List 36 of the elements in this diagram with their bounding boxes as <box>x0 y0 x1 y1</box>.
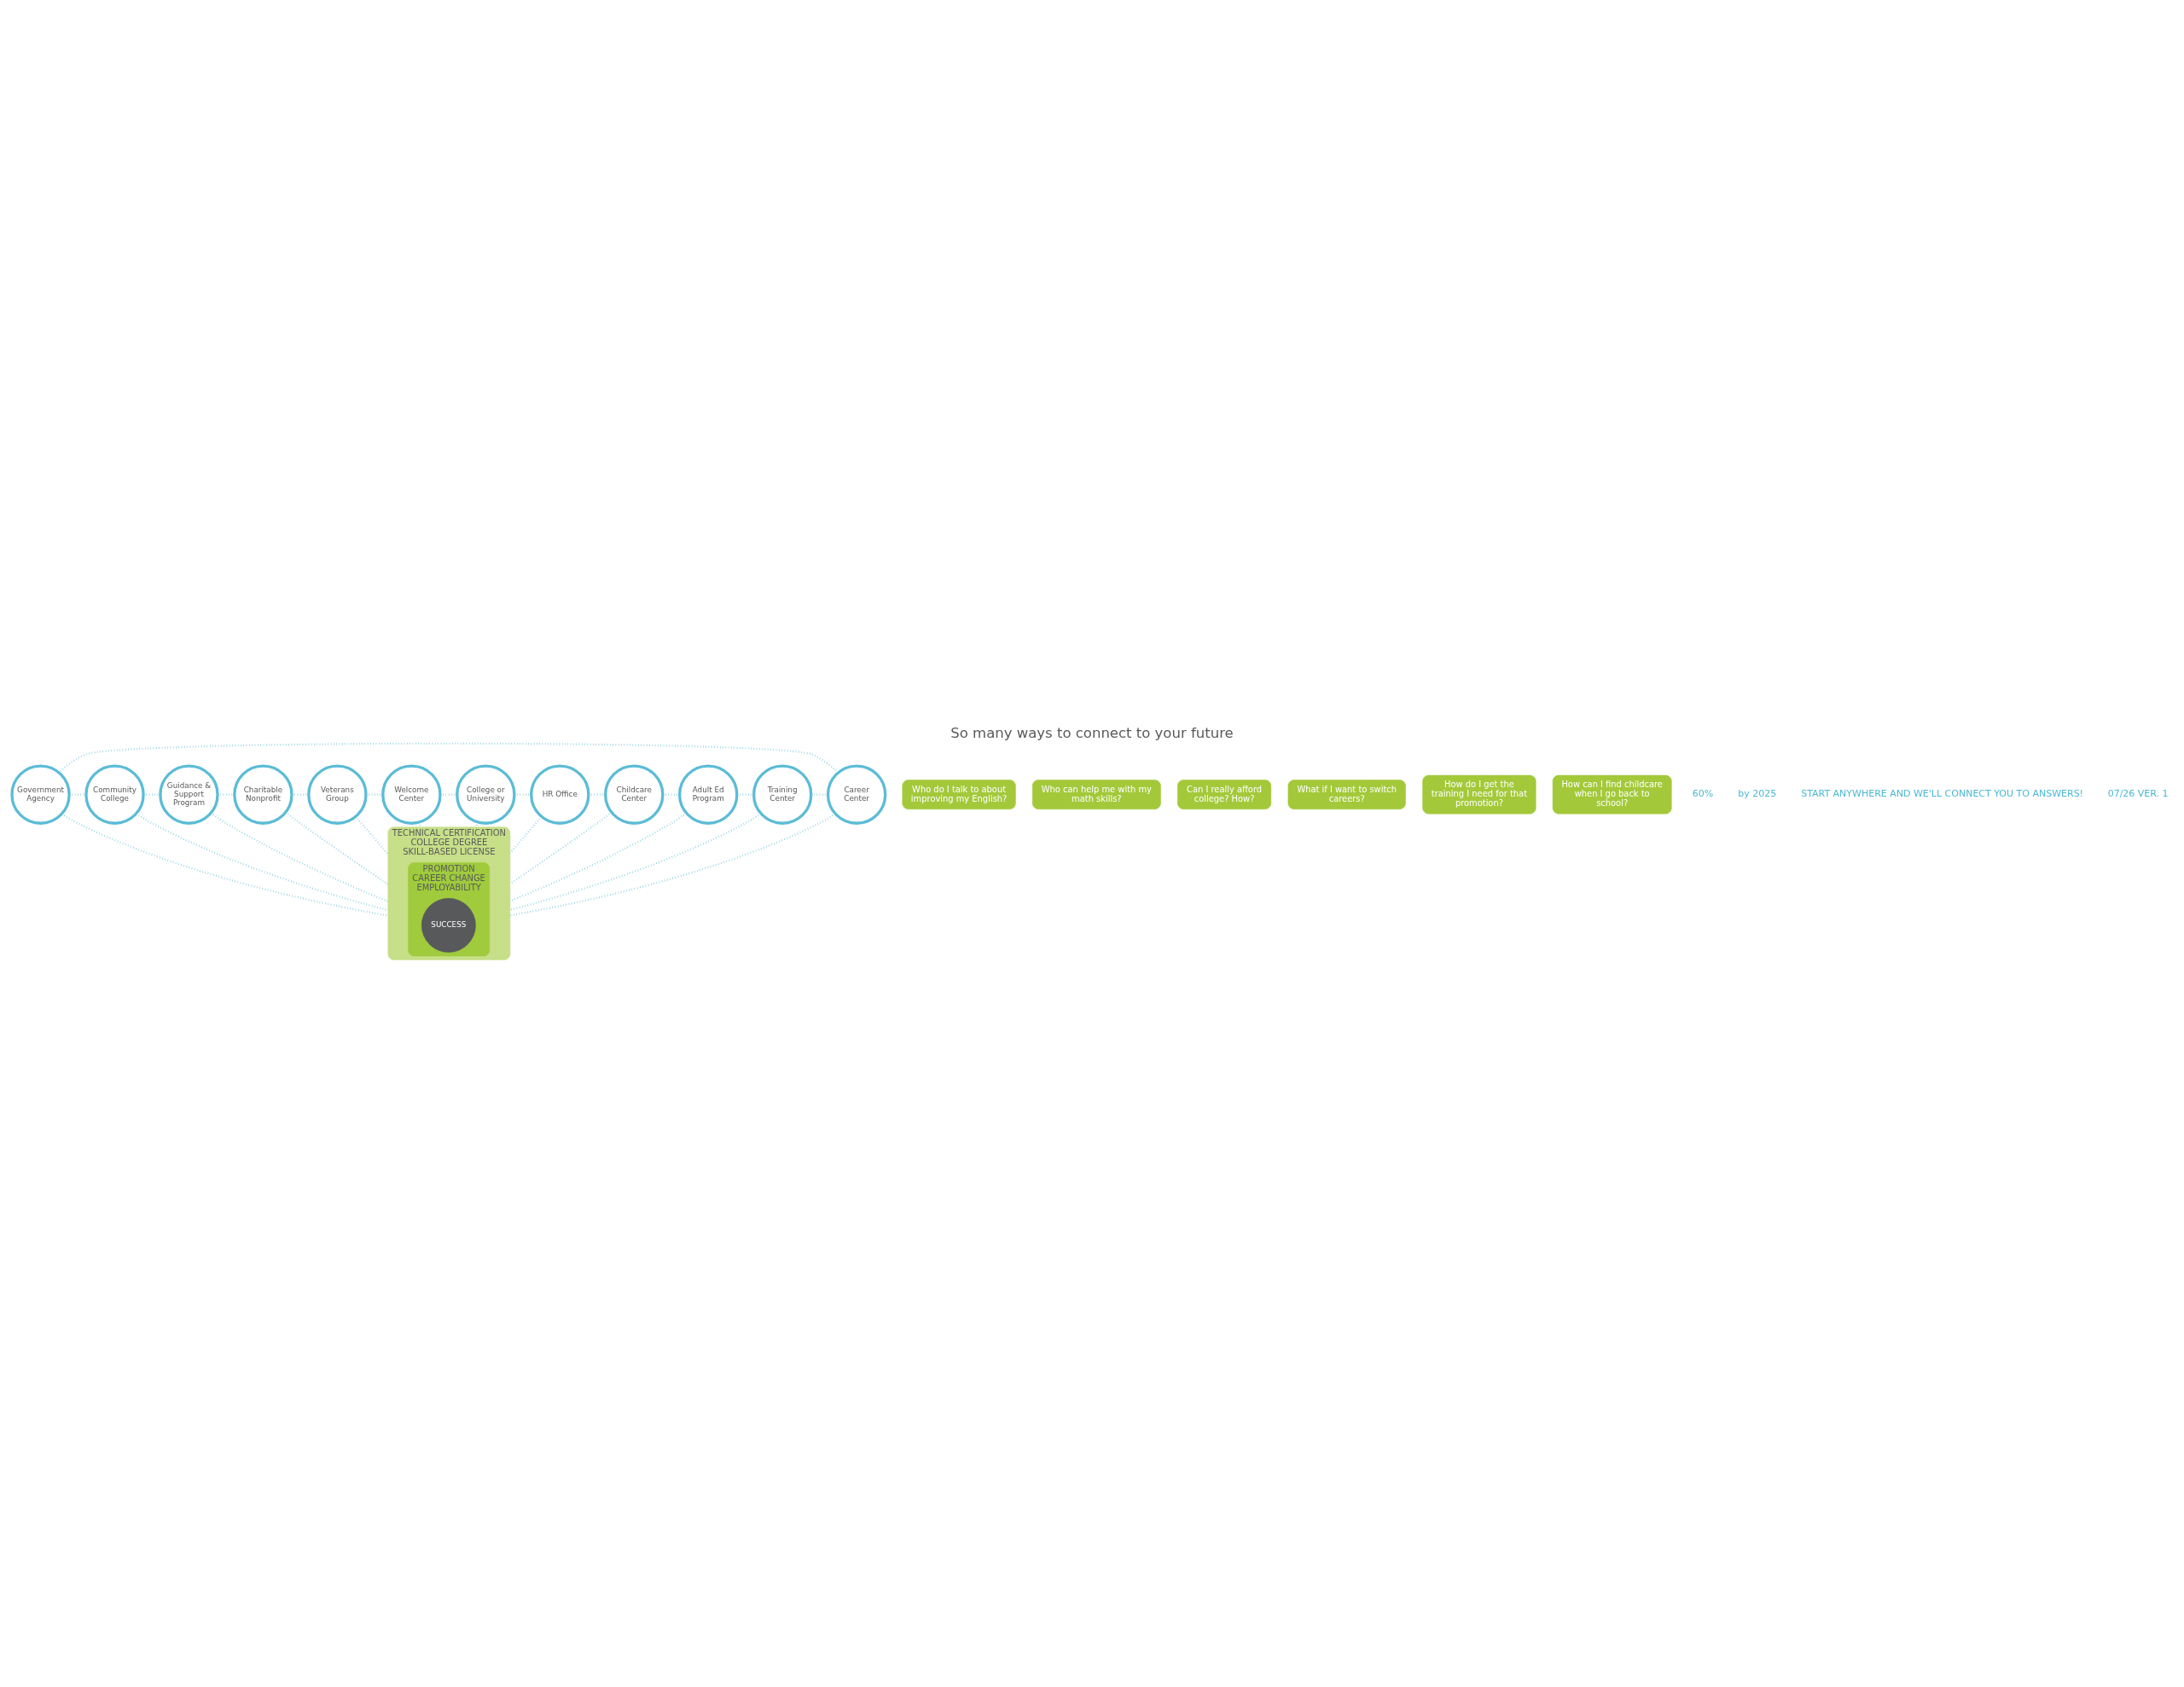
node-box: How can I find childcare when I go back to school? <box>1552 774 1672 814</box>
node-circle: Government Agency <box>10 763 71 825</box>
connector <box>58 742 839 774</box>
label: by 2025 <box>1738 787 1777 799</box>
node-box: Can I really afford college? How? <box>1177 779 1272 809</box>
node-circle: Veterans Group <box>307 763 368 825</box>
node-circle: College or University <box>456 763 516 825</box>
node-circle: Guidance & Support Program <box>159 763 219 825</box>
node-box: Who can help me with my math skills? <box>1031 779 1161 809</box>
connector <box>509 811 613 884</box>
connector <box>285 811 389 885</box>
connector <box>136 812 389 911</box>
node-box: What if I want to switch careers? <box>1287 779 1406 809</box>
label: 60% <box>1692 787 1714 799</box>
node-box: How do I get the training I need for that promotion? <box>1422 774 1536 814</box>
connector <box>509 812 836 916</box>
connector <box>509 815 543 854</box>
node-circle: HR Office <box>530 763 590 825</box>
node-circle: Community College <box>84 763 145 825</box>
node-circle: Childcare Center <box>604 763 665 825</box>
node-circle: SUCCESS <box>421 897 476 953</box>
node-circle: Adult Ed Program <box>677 763 739 825</box>
connector <box>440 793 457 796</box>
connector <box>355 815 389 855</box>
node-circle: Training Center <box>752 763 813 825</box>
diagram-title: So many ways to connect to your future <box>950 724 1234 741</box>
connector <box>61 812 389 917</box>
label: START ANYWHERE AND WE'LL CONNECT YOU TO ANSWERS! <box>1801 787 2084 799</box>
node-box: Who do I talk to about improving my English? <box>902 779 1016 809</box>
connector <box>210 811 389 902</box>
node-circle: Career Center <box>826 763 887 825</box>
node-circle: Charitable Nonprofit <box>233 763 293 825</box>
label: 07/26 VER. 1 <box>2107 787 2169 799</box>
connector <box>509 811 688 902</box>
node-circle: Welcome Center <box>381 763 442 825</box>
connector <box>509 812 762 911</box>
